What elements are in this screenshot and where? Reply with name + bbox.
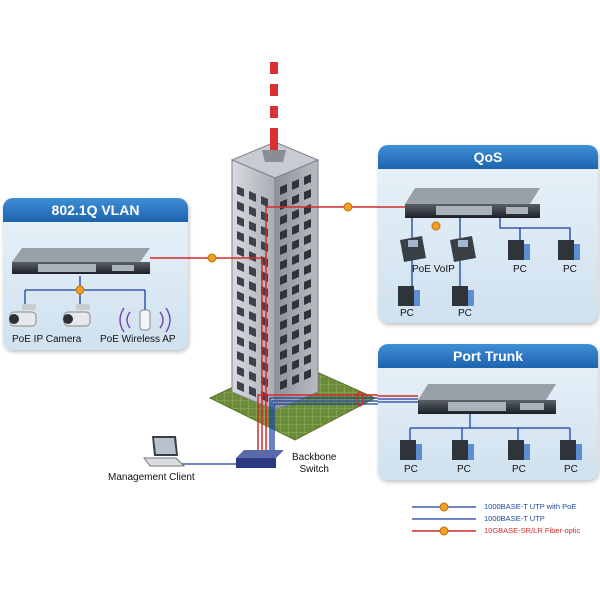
- pc-tower-qos-2: [452, 286, 474, 306]
- label-management-client: Management Client: [108, 472, 195, 483]
- trunk-panel-title: Port Trunk: [378, 344, 598, 368]
- label-poe-voip: PoE VoIP: [412, 264, 455, 275]
- backbone-switch: [236, 450, 284, 468]
- management-laptop: [143, 436, 186, 467]
- poe-dot-qos-devices: [431, 221, 441, 231]
- label-pc-trunk-3: PC: [512, 464, 526, 475]
- pc-tower-qos-3: [508, 240, 530, 260]
- qos-panel-title: QoS: [378, 145, 598, 169]
- label-pc-qos-4: PC: [563, 264, 577, 275]
- poe-wireless-ap: [119, 307, 171, 333]
- label-pc-trunk-1: PC: [404, 464, 418, 475]
- label-backbone-switch: Backbone Switch: [292, 452, 337, 475]
- vlan-panel-title: 802.1Q VLAN: [3, 198, 188, 222]
- label-pc-qos-1: PC: [400, 308, 414, 319]
- label-pc-trunk-4: PC: [564, 464, 578, 475]
- pc-tower-trunk-3: [508, 440, 530, 460]
- pc-tower-trunk-1: [400, 440, 422, 460]
- trunk-aggregation-ring: [356, 391, 364, 407]
- pc-tower-qos-1: [398, 286, 420, 306]
- poe-voip-phone-1: [400, 236, 426, 262]
- pc-tower-trunk-2: [452, 440, 474, 460]
- poe-ip-camera-2: [63, 304, 91, 327]
- poe-voip-phone-2: [450, 236, 476, 262]
- label-poe-wireless-ap: PoE Wireless AP: [100, 334, 176, 345]
- pc-tower-trunk-4: [560, 440, 582, 460]
- legend-fiber: 10GBASE-SR/LR Fiber-optic: [484, 526, 581, 535]
- label-pc-trunk-2: PC: [457, 464, 471, 475]
- trunk-switch: [418, 384, 556, 414]
- poe-ip-camera-1: [9, 304, 37, 327]
- vlan-switch: [12, 248, 150, 274]
- legend-utp: 1000BASE-T UTP: [484, 514, 545, 523]
- qos-switch: [405, 188, 540, 218]
- label-pc-qos-2: PC: [458, 308, 472, 319]
- pc-tower-qos-4: [558, 240, 580, 260]
- poe-dot-vlan-link: [207, 253, 217, 263]
- legend-utp-poe: 1000BASE-T UTP with PoE: [484, 502, 577, 511]
- label-pc-qos-3: PC: [513, 264, 527, 275]
- poe-dot-qos-link: [343, 202, 353, 212]
- poe-dot-vlan-devices: [75, 285, 85, 295]
- legend-graphics: [412, 502, 476, 536]
- label-poe-ip-camera: PoE IP Camera: [12, 334, 82, 345]
